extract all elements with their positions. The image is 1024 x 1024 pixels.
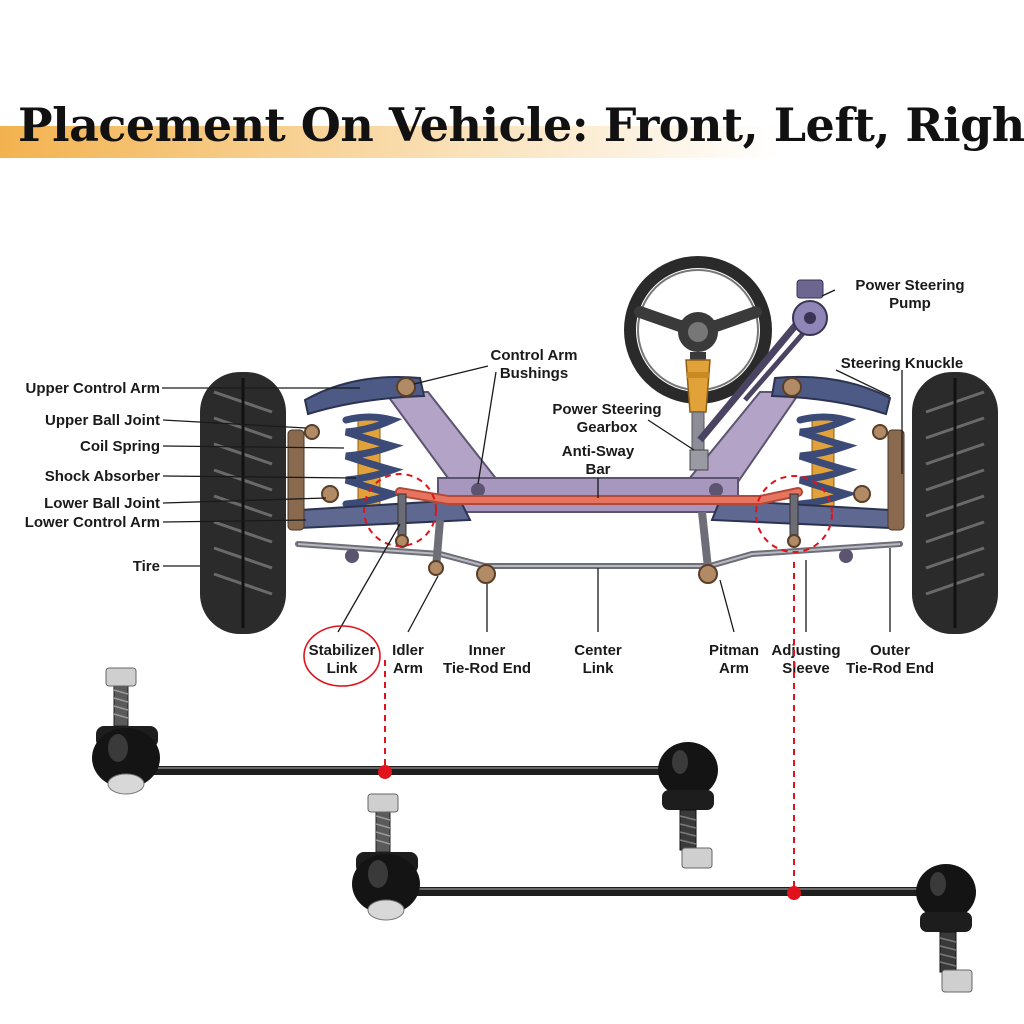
stabilizer-link-label-circle — [303, 625, 381, 687]
stabilizer-link-product-1 — [92, 667, 718, 869]
label-steering-knuckle: Steering Knuckle — [841, 355, 964, 372]
title-highlight-band — [0, 126, 780, 158]
marker-dot-left — [378, 765, 392, 779]
steering-linkage — [295, 449, 903, 584]
label-adjusting-sleeve-line1: Adjusting — [771, 642, 840, 659]
label-upper-control-arm: Upper Control Arm — [26, 380, 160, 397]
label-pitman-arm-line2: Arm — [719, 660, 749, 677]
label-outer-tie-rod-end-line2: Tie-Rod End — [846, 660, 934, 677]
label-adjusting-sleeve-line2: Sleeve — [782, 660, 830, 677]
label-power-steering-pump-line1: Power Steering — [855, 277, 964, 294]
label-coil-spring: Coil Spring — [80, 438, 160, 455]
label-center-link-line2: Link — [583, 660, 614, 677]
steering-wheel — [624, 256, 772, 404]
label-anti-sway-bar-line2: Bar — [585, 461, 610, 478]
marker-dot-right — [787, 886, 801, 900]
label-idler-arm-line2: Arm — [393, 660, 423, 677]
tire-left — [200, 372, 286, 634]
label-power-steering-pump-line2: Pump — [889, 295, 931, 312]
label-power-steering-gearbox-line2: Gearbox — [577, 419, 639, 436]
anti-sway-bar — [397, 489, 801, 503]
label-anti-sway-bar-line1: Anti-Sway — [562, 443, 635, 460]
label-stabilizer-link-line2: Link — [327, 660, 358, 677]
label-pitman-arm-line1: Pitman — [709, 642, 759, 659]
steering-knuckle-right — [887, 429, 905, 531]
coil-spring-left — [342, 413, 404, 508]
label-lower-ball-joint: Lower Ball Joint — [44, 495, 160, 512]
label-idler-arm-line1: Idler — [392, 642, 424, 659]
label-inner-tie-rod-end-line1: Inner — [469, 642, 506, 659]
upper-ball-joint-left — [304, 424, 320, 440]
page-title: Placement On Vehicle: Front, Left, Right — [18, 98, 1024, 152]
label-inner-tie-rod-end-line2: Tie-Rod End — [443, 660, 531, 677]
tire-right — [912, 372, 998, 634]
label-center-link-line1: Center — [574, 642, 622, 659]
highlight-circle-left — [363, 473, 437, 547]
steering-knuckle-left — [287, 429, 305, 531]
label-shock-absorber: Shock Absorber — [45, 468, 160, 485]
label-control-arm-bushings-line2: Bushings — [500, 365, 568, 382]
label-control-arm-bushings-line1: Control Arm — [491, 347, 578, 364]
upper-control-arm-right — [770, 375, 892, 416]
coil-spring-right — [796, 413, 858, 508]
label-power-steering-gearbox-line1: Power Steering — [552, 401, 661, 418]
stabilizer-link-product-2 — [352, 793, 976, 993]
upper-ball-joint-right — [872, 424, 888, 440]
label-lower-control-arm: Lower Control Arm — [25, 514, 160, 531]
label-stabilizer-link-line1: Stabilizer — [309, 642, 376, 659]
power-steering-pump — [697, 279, 828, 443]
highlight-circle-right — [755, 475, 833, 553]
leader-lines — [162, 289, 903, 633]
steering-column — [685, 359, 711, 457]
label-tire: Tire — [133, 558, 160, 575]
upper-control-arm-left — [303, 375, 426, 416]
label-outer-tie-rod-end-line1: Outer — [870, 642, 910, 659]
label-upper-ball-joint: Upper Ball Joint — [45, 412, 160, 429]
